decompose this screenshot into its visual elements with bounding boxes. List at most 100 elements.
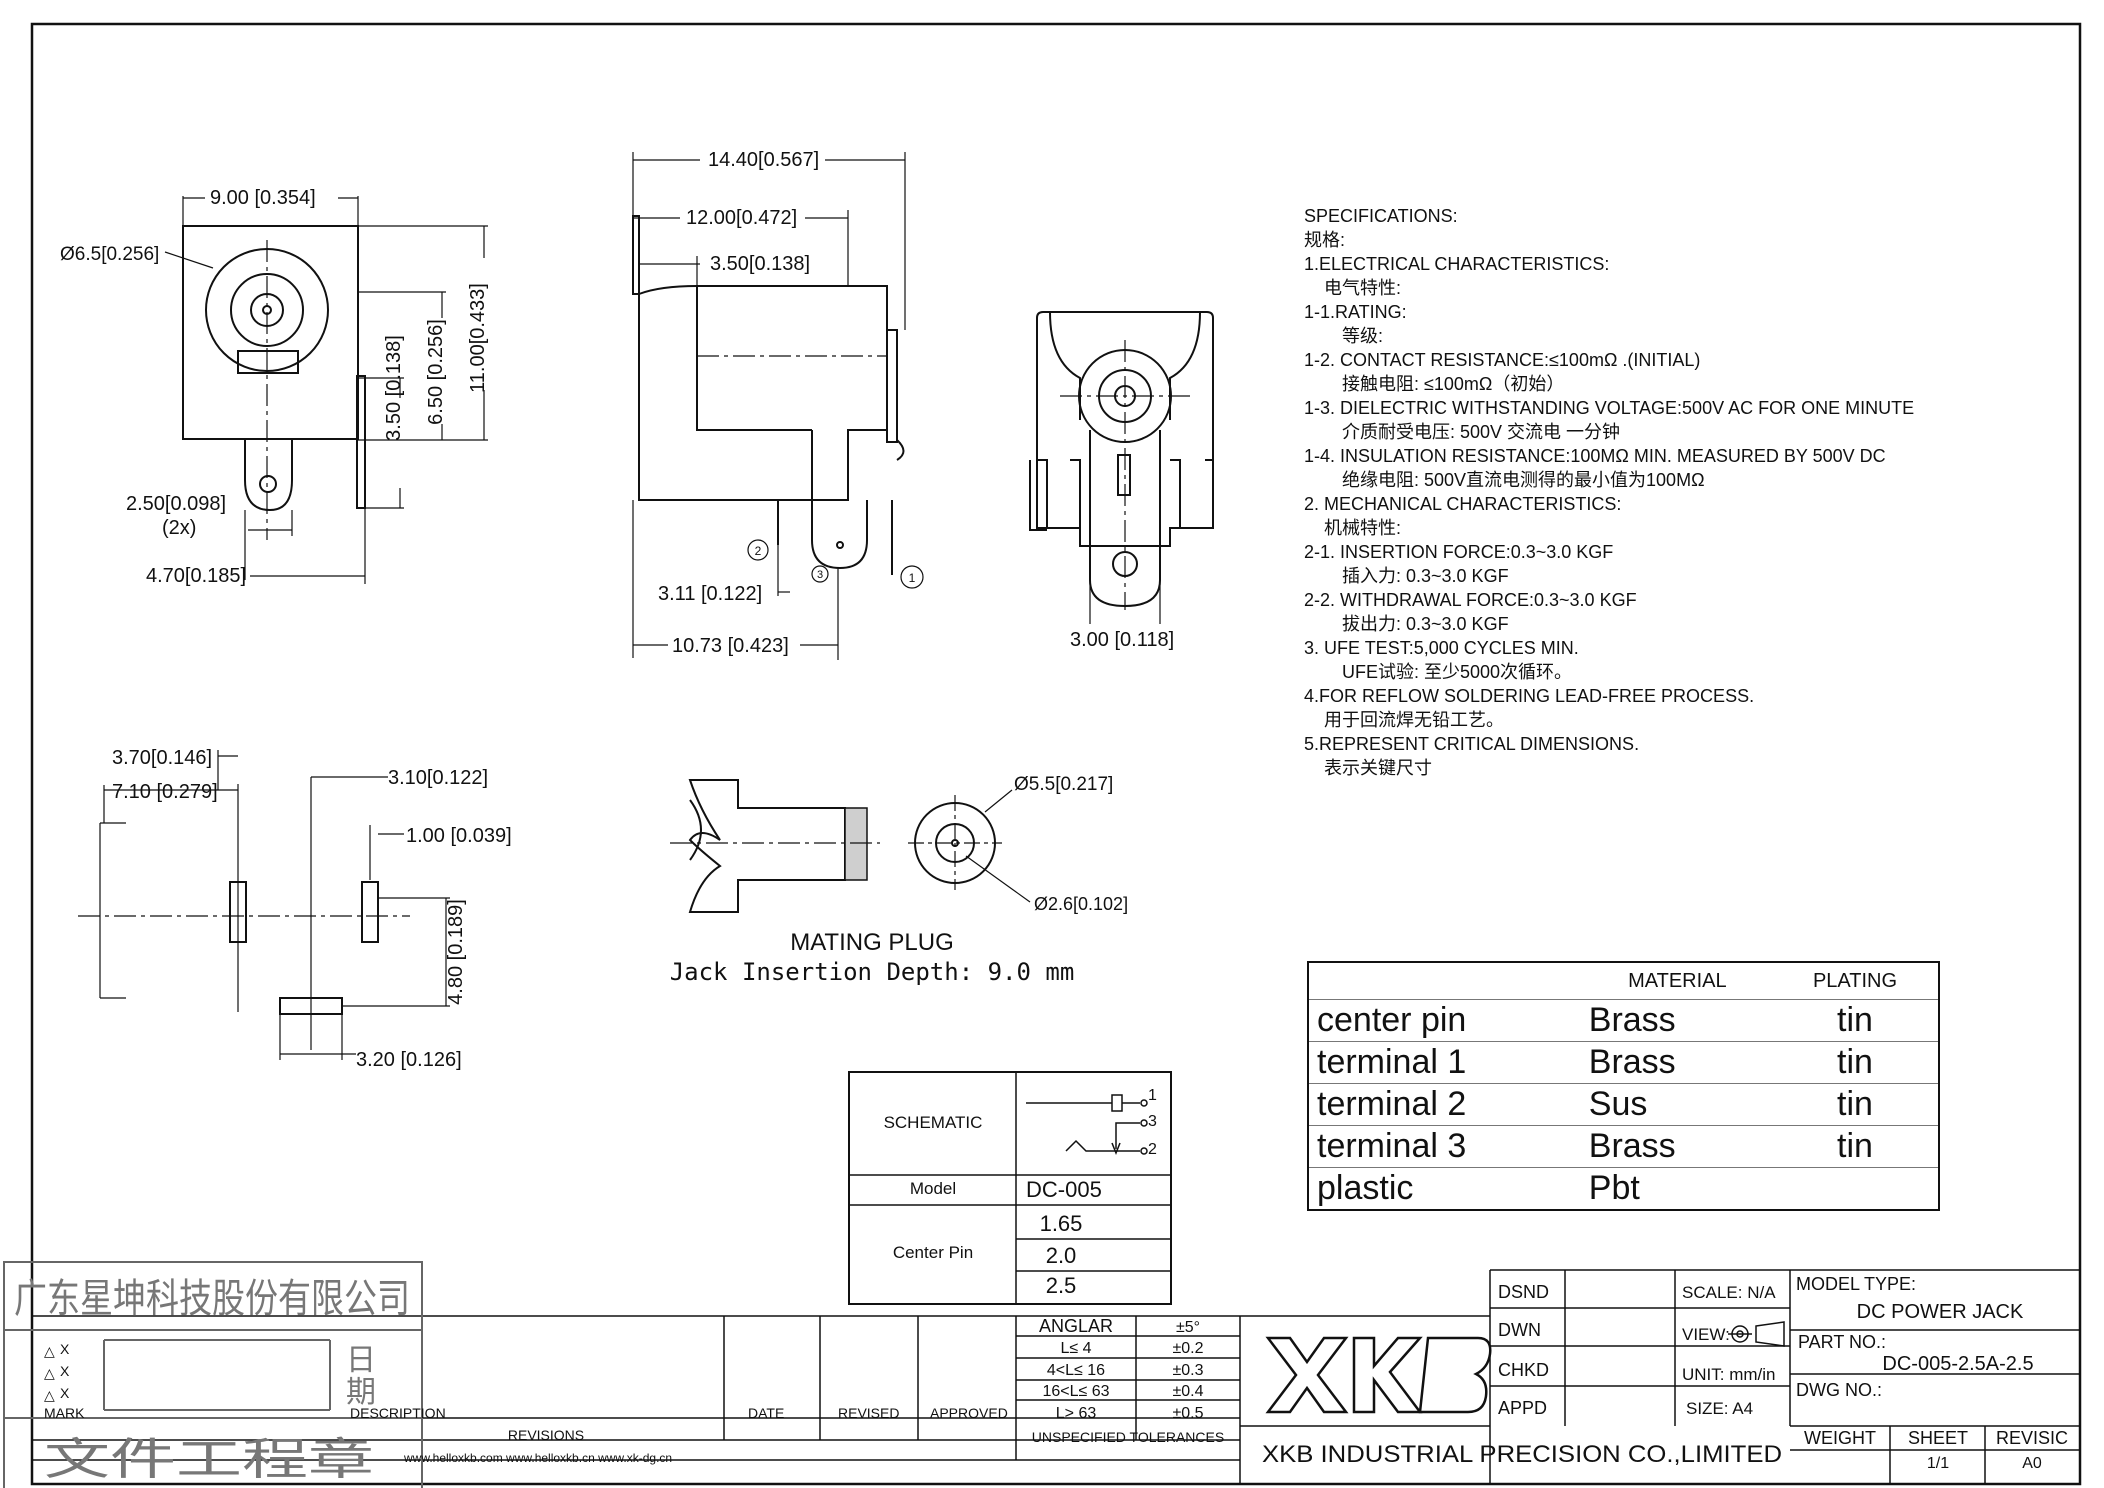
terminal-3-label: 3 [1148,1113,1157,1130]
materials-header-plating: PLATING [1771,962,1939,1000]
stamp-bottom: 文件工程章 [44,1435,374,1484]
model-label: Model [909,1179,957,1198]
tb-dwg-no-label: DWG NO.: [1796,1380,1882,1400]
spec-line: 绝缘电阻: 500V直流电测得的最小值为100MΩ [1342,470,1705,490]
table-row: terminal 3 Brass tin [1308,1125,1939,1168]
spec-line: SPECIFICATIONS: [1304,206,1458,226]
spec-line: 5.REPRESENT CRITICAL DIMENSIONS. [1304,734,1640,754]
tb-model-type: DC POWER JACK [1857,1301,2024,1323]
tb-scale: SCALE: N/A [1682,1283,1776,1302]
plating-value [1771,1167,1939,1211]
tb-weight: WEIGHT [1804,1428,1876,1448]
tb-view: VIEW: [1682,1325,1730,1344]
company-name: XKB INDUSTRIAL PRECISION CO.,LIMITED [1262,1441,1782,1468]
spec-line: 1-1.RATING: [1304,302,1407,322]
spec-line: 3. UFE TEST:5,000 CYCLES MIN. [1304,638,1579,658]
part-name: center pin [1308,999,1583,1042]
spec-line: UFE试验: 至少5000次循环。 [1342,662,1573,682]
tol-header-right: ±5° [1176,1319,1200,1336]
tol-row-4-value: ±0.5 [1172,1405,1203,1422]
mark-triangle-1: △ [44,1343,55,1359]
spec-line: 用于回流焊无铅工艺。 [1324,710,1504,730]
material-value: Brass [1582,1125,1772,1168]
pin-label-2: 2 [755,544,762,558]
specifications-block: SPECIFICATIONS:规格:1.ELECTRICAL CHARACTER… [1304,204,2024,780]
tol-row-2-value: ±0.3 [1172,1362,1203,1379]
tb-chkd: CHKD [1498,1360,1549,1380]
spec-line: 2-2. WITHDRAWAL FORCE:0.3~3.0 KGF [1304,590,1637,610]
tol-header-left: ANGLAR [1039,1316,1113,1336]
rev-date: DATE [748,1405,784,1421]
stamp-date-1: 日 [346,1344,376,1377]
dim-front-width: 9.00 [0.354] [210,187,316,209]
pin-label-1: 1 [909,571,916,585]
tb-dwn: DWN [1498,1320,1541,1340]
tb-appd: APPD [1498,1398,1547,1418]
dim-front-dia: Ø6.5[0.256] [60,244,159,265]
schematic-table: SCHEMATIC 1 3 2 Model DC-005 Center Pin … [848,1071,1172,1305]
side-view [632,152,924,660]
dim-pcb-c: 3.10[0.122] [388,767,488,789]
dim-front-h2: 6.50 [0.256] [425,319,447,425]
table-row: center pin Brass tin [1308,999,1939,1042]
spec-line: 拔出力: 0.3~3.0 KGF [1342,614,1509,634]
part-name: terminal 3 [1308,1125,1583,1168]
model-value: DC-005 [1026,1177,1102,1202]
tb-revision-value: A0 [2022,1455,2042,1472]
materials-header-part [1308,962,1583,1000]
table-row: terminal 1 Brass tin [1308,1041,1939,1084]
title-block-grid [32,1269,2080,1484]
part-name: plastic [1308,1167,1583,1211]
spec-line: 2. MECHANICAL CHARACTERISTICS: [1304,494,1622,514]
center-pin-value: 1.65 [1039,1211,1083,1236]
tol-row-3-value: ±0.4 [1172,1383,1203,1400]
spec-line: 等级: [1342,326,1384,346]
dim-rear-pin: 3.00 [0.118] [1070,629,1174,651]
center-pin-value: 2.0 [1045,1243,1077,1268]
rev-mark: MARK [44,1405,85,1421]
tb-size: SIZE: A4 [1686,1399,1753,1418]
rev-websites: www.helloxkb.com www.helloxkb.cn www.xk-… [403,1451,672,1465]
drawing-border [30,22,2082,1486]
part-name: terminal 1 [1308,1041,1583,1084]
spec-line: 1-3. DIELECTRIC WITHSTANDING VOLTAGE:500… [1304,398,1915,418]
tb-sheet-value: 1/1 [1927,1455,1949,1472]
materials-header-material: MATERIAL [1582,962,1772,1000]
mark-row-3: X [60,1385,70,1401]
material-value: Brass [1582,999,1772,1042]
tb-dsnd: DSND [1498,1282,1549,1302]
terminal-2-label: 2 [1148,1141,1157,1158]
mark-row-2: X [60,1363,70,1379]
pin-label-3: 3 [817,569,823,581]
tb-revision: REVISIC [1996,1428,2068,1448]
dim-pcb-d: 1.00 [0.039] [406,825,512,847]
table-row: terminal 2 Sus tin [1308,1083,1939,1126]
tol-row-1-value: ±0.2 [1172,1340,1203,1357]
spec-line: 1.ELECTRICAL CHARACTERISTICS: [1304,254,1610,274]
materials-table: MATERIAL PLATING center pin Brass tin te… [1307,961,1940,1211]
dim-side-total: 14.40[0.567] [708,149,819,171]
dim-pcb-e: 4.80 [0.189] [445,899,467,1005]
materials-header-row: MATERIAL PLATING [1308,962,1939,1000]
tb-model-type-label: MODEL TYPE: [1796,1274,1916,1294]
table-row: plastic Pbt [1308,1167,1939,1211]
dim-pcb-a: 3.70[0.146] [112,747,212,769]
spec-line: 插入力: 0.3~3.0 KGF [1342,566,1509,586]
plating-value: tin [1771,999,1939,1042]
engineering-stamp [3,1261,423,1488]
mating-plug [670,779,1031,913]
material-value: Sus [1582,1083,1772,1126]
dim-side-body: 12.00[0.472] [686,207,797,229]
rear-view [1029,311,1214,624]
terminal-1-label: 1 [1148,1087,1157,1104]
dim-front-pin-count: (2x) [162,517,196,539]
rev-title: REVISIONS [508,1427,584,1443]
tb-sheet: SHEET [1908,1428,1968,1448]
stamp-date-2: 期 [346,1376,376,1409]
dim-front-h1: 11.00[0.433] [467,283,489,393]
dim-front-pin-pos: 4.70[0.185] [146,565,246,587]
spec-line: 表示关键尺寸 [1324,758,1432,778]
tol-row-3-range: 16<L≤ 63 [1042,1383,1109,1400]
mating-plug-title: MATING PLUG [790,929,954,956]
